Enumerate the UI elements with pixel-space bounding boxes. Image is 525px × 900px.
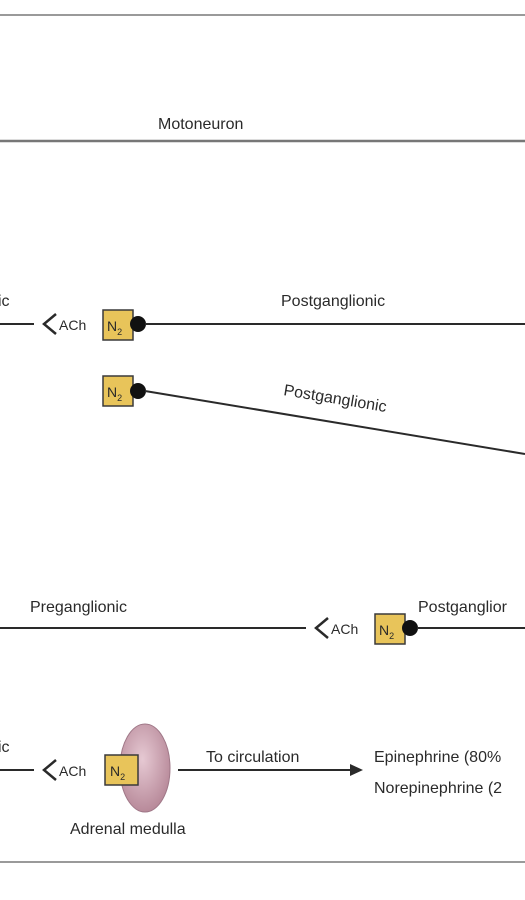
row1-ganglion-cell-body — [130, 316, 146, 332]
row3-synapse-caret — [314, 617, 329, 639]
row4-synapse-caret — [42, 759, 57, 781]
norepinephrine-label: Norepinephrine (2 — [374, 780, 502, 797]
row1-left-label-fragment: ic — [0, 293, 10, 310]
row4-left-label-fragment: ic — [0, 739, 10, 756]
adrenal-medulla-label: Adrenal medulla — [70, 821, 186, 838]
row2-ganglion-cell-body — [130, 383, 146, 399]
row4-ach-label: ACh — [59, 763, 86, 779]
row3-postganglionic-label: Postganglior — [418, 599, 508, 616]
epinephrine-label: Epinephrine (80% — [374, 749, 501, 766]
row1-n2-label: N2 — [107, 318, 122, 337]
to-circulation-label: To circulation — [206, 749, 299, 766]
row1-ach-label: ACh — [59, 317, 86, 333]
row3-ach-label: ACh — [331, 621, 358, 637]
row4-n2-label: N2 — [110, 763, 125, 782]
motoneuron-label: Motoneuron — [158, 116, 243, 133]
row3-ganglion-cell-body — [402, 620, 418, 636]
row1-postganglionic-label: Postganglionic — [281, 293, 385, 310]
row1-n2-receptor — [102, 309, 134, 341]
row3-n2-receptor — [374, 613, 406, 645]
row2-postganglionic-line — [144, 390, 525, 455]
row3-preganglionic-label: Preganglionic — [30, 599, 127, 616]
row4-n2-receptor — [104, 754, 139, 786]
row2-n2-label: N2 — [107, 384, 122, 403]
to-circulation-arrowhead — [350, 764, 363, 776]
row1-synapse-caret — [42, 313, 57, 335]
row3-n2-label: N2 — [379, 622, 394, 641]
row2-postganglionic-label: Postganglionic — [282, 382, 387, 416]
